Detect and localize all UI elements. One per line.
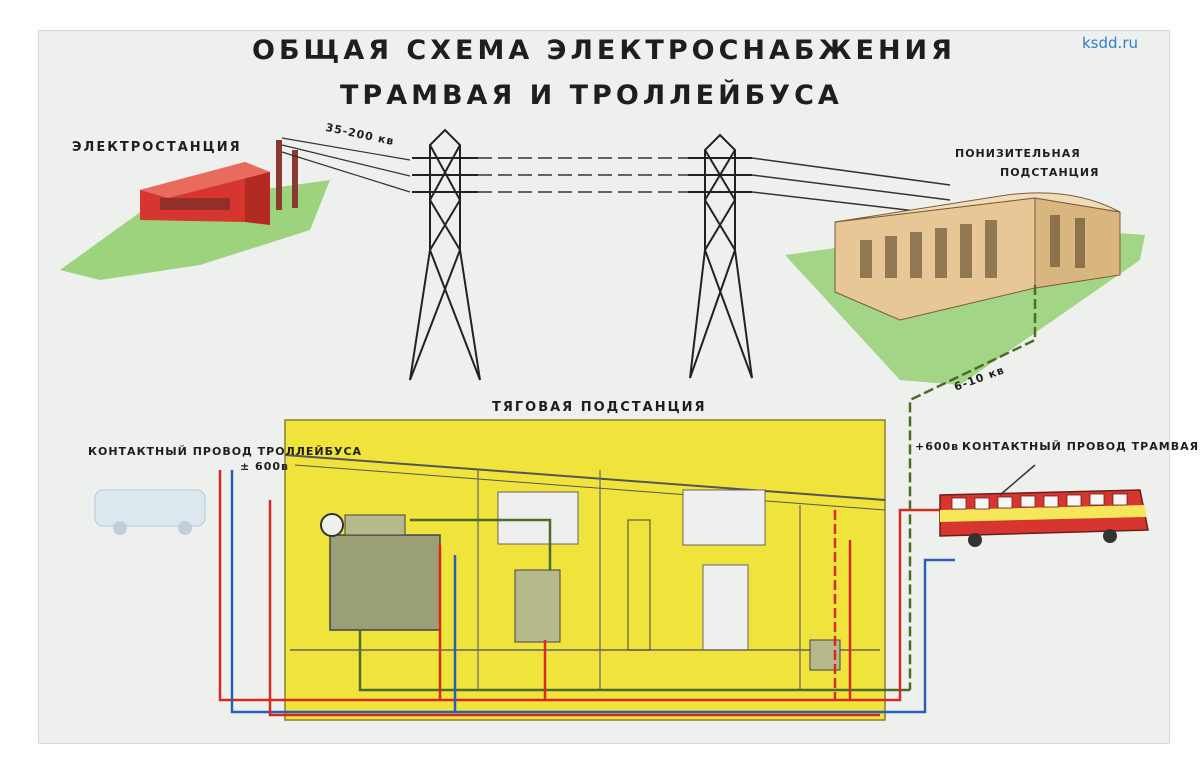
substation-wiring [218,470,955,717]
trolleybus-wire-label: КОНТАКТНЫЙ ПРОВОД ТРОЛЛЕЙБУСА [88,445,363,458]
trolleybus-illustration [94,489,206,535]
feeder-cable-6-10kv [908,285,1037,690]
trolleybus-voltage-label: ± 600в [240,460,289,473]
traction-substation-label: ТЯГОВАЯ ПОДСТАНЦИЯ [492,400,707,415]
tram-voltage-label: +600в [915,440,960,453]
power-station-illustration [60,137,411,280]
transmission-tower-right [688,133,753,379]
tram-illustration [939,464,1149,547]
step-down-label-line1: ПОНИЗИТЕЛЬНАЯ [955,147,1081,160]
transmission-tower-left [409,128,481,381]
poster-title-line1: ОБЩАЯ СХЕМА ЭЛЕКТРОСНАБЖЕНИЯ [252,35,956,66]
step-down-label-line2: ПОДСТАНЦИЯ [1000,166,1100,179]
poster-title-line2: ТРАМВАЯ И ТРОЛЛЕЙБУСА [340,80,843,111]
watermark: ksdd.ru [1082,34,1138,52]
traction-substation-building [284,419,886,721]
step-down-substation-illustration [785,192,1145,385]
tram-wire-label: КОНТАКТНЫЙ ПРОВОД ТРАМВАЯ [962,440,1200,453]
power-station-label: ЭЛЕКТРОСТАНЦИЯ [72,140,242,155]
